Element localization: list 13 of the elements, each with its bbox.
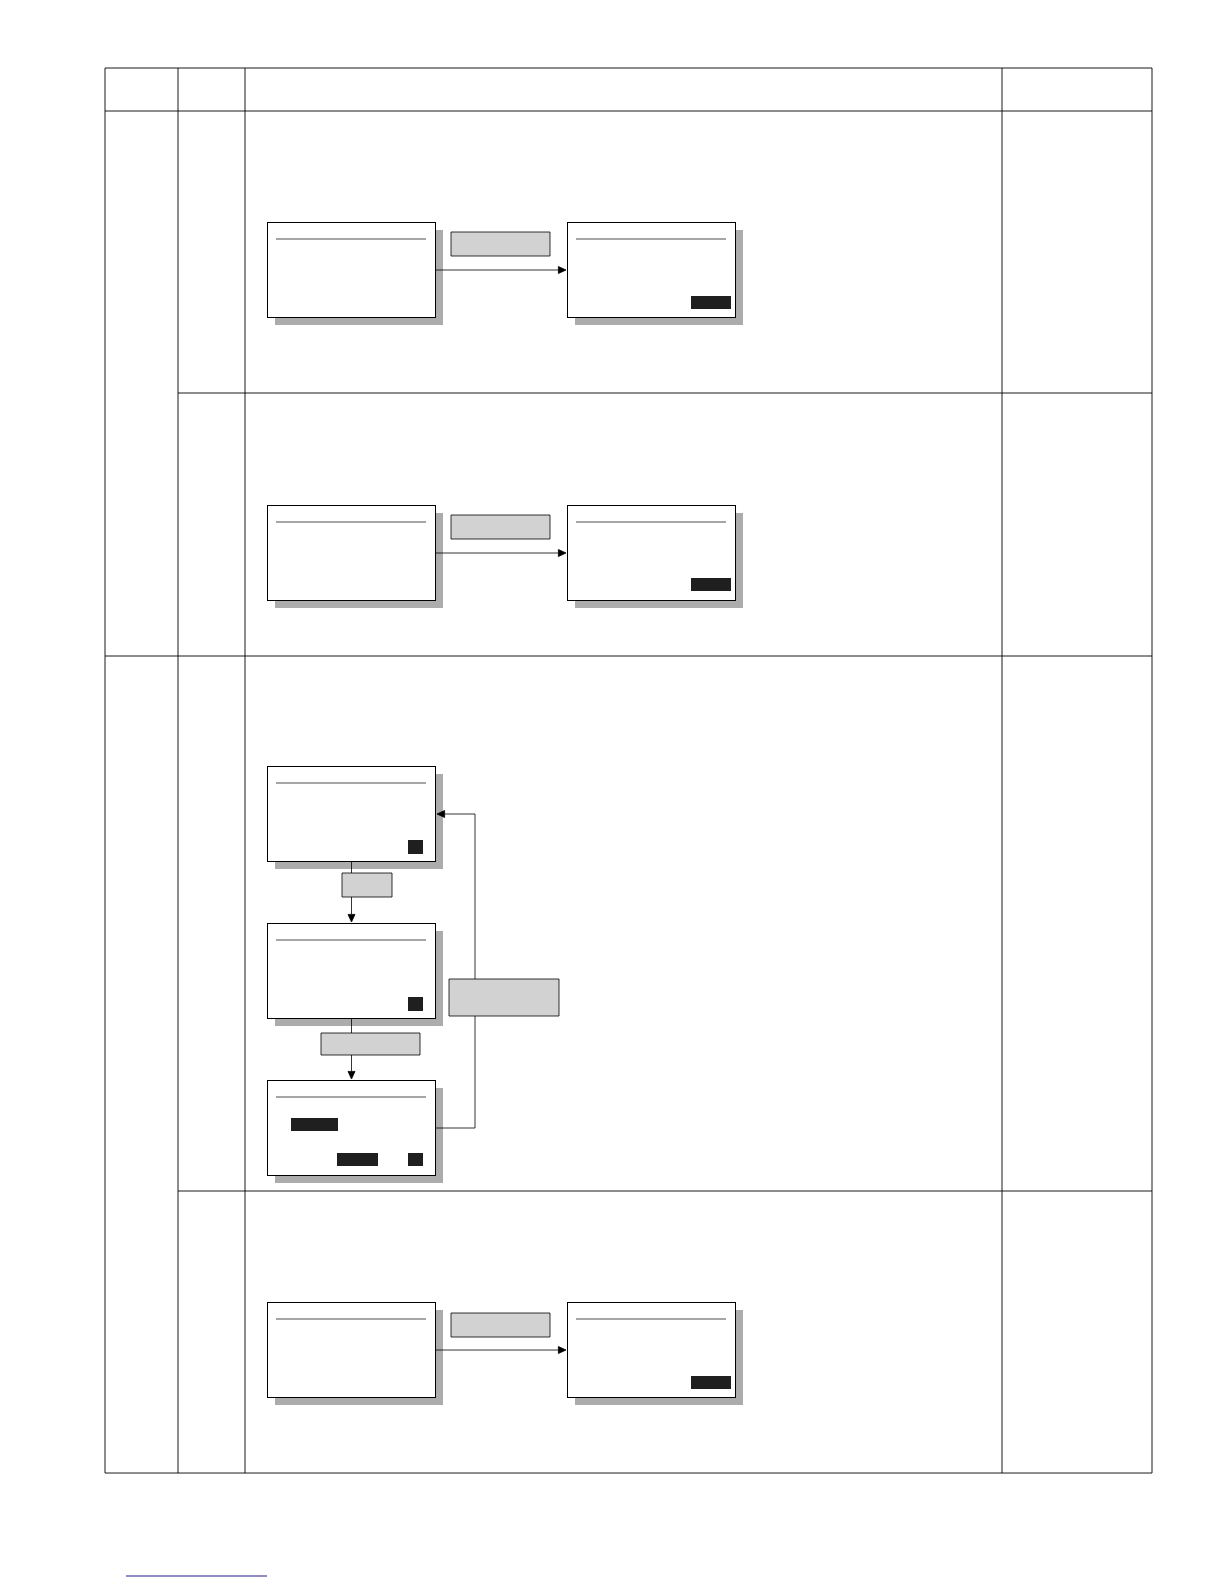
lcd-screen-drawing <box>267 1302 443 1405</box>
lcd-screen-drawing <box>567 505 743 608</box>
lcd-screen-drawing <box>567 1302 743 1405</box>
lcd-screen-drawing <box>267 505 443 608</box>
lcd-screen-drawing <box>267 766 443 869</box>
lcd-screen-drawing <box>267 222 443 325</box>
arrow <box>435 266 567 274</box>
lcd-screen-drawing <box>267 923 443 1026</box>
lcd-screen-drawing <box>567 222 743 325</box>
arrow <box>435 549 567 557</box>
arrow <box>435 1346 567 1354</box>
arrow <box>435 810 476 1129</box>
lcd-screen-drawing <box>267 1080 443 1183</box>
